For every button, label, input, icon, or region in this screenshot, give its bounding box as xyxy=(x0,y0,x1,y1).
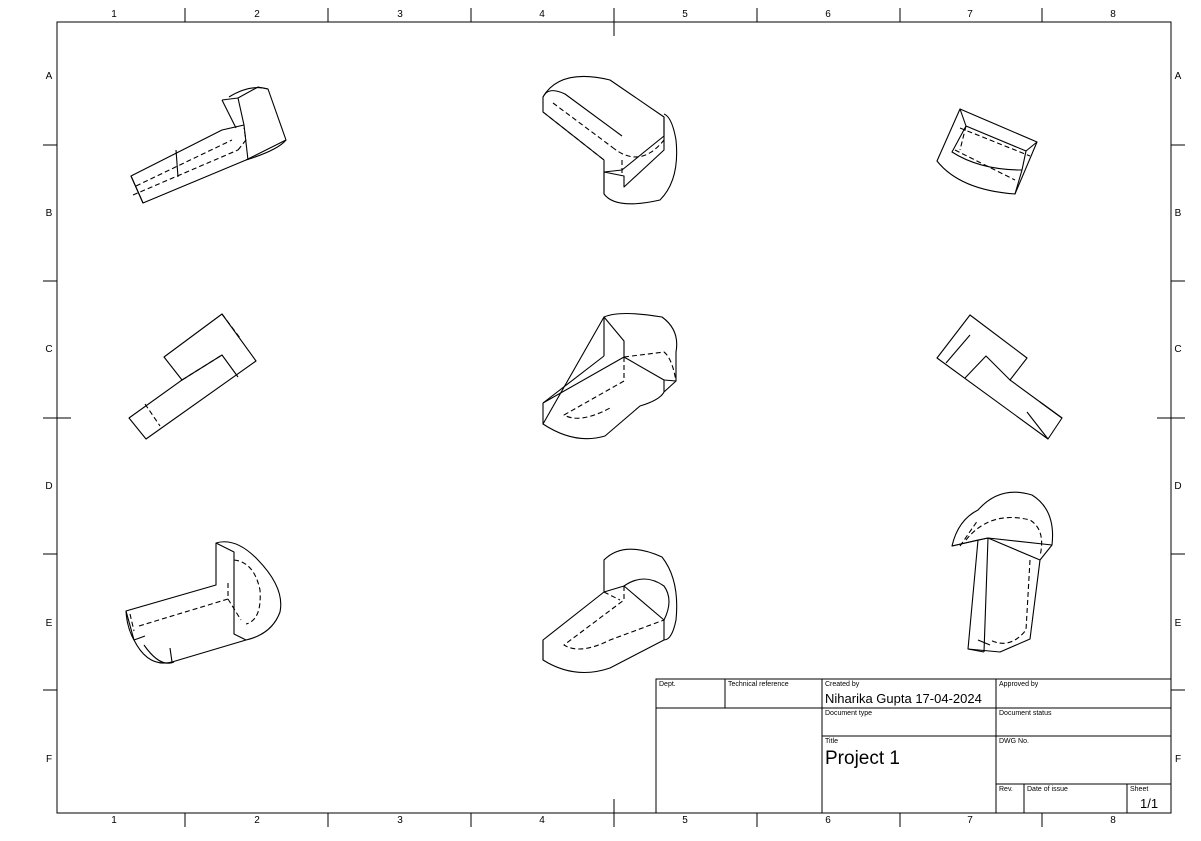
zone-grid-ticks xyxy=(43,8,1185,827)
dwg-no-label: DWG No. xyxy=(999,738,1029,745)
zone-col-label-bottom-4: 4 xyxy=(539,815,545,826)
sheet-label: Sheet xyxy=(1130,786,1149,793)
zone-col-label-top-8: 8 xyxy=(1110,9,1116,20)
zone-col-label-bottom-1: 1 xyxy=(111,815,117,826)
rev-label: Rev. xyxy=(999,786,1013,793)
zone-row-label-left-a: A xyxy=(45,71,53,82)
zone-row-label-right-a: A xyxy=(1174,71,1182,82)
zone-row-label-right-b: B xyxy=(1174,208,1182,219)
view-mid-left xyxy=(128,313,257,440)
date-of-issue-label: Date of issue xyxy=(1027,786,1068,793)
title-block-frame xyxy=(655,678,1172,814)
dept-label: Dept. xyxy=(659,681,676,688)
zone-col-label-top-3: 3 xyxy=(397,9,403,20)
view-top-center xyxy=(542,76,678,205)
sheet-value: 1/1 xyxy=(1140,796,1159,811)
zone-col-label-bottom-5: 5 xyxy=(682,815,688,826)
zone-row-label-right-c: C xyxy=(1174,344,1182,355)
zone-col-label-top-2: 2 xyxy=(254,9,260,20)
view-top-right xyxy=(936,108,1038,195)
zone-col-label-top-4: 4 xyxy=(539,9,545,20)
zone-col-label-bottom-2: 2 xyxy=(254,815,260,826)
drawing-title: Project 1 xyxy=(825,748,900,769)
zone-col-label-top-6: 6 xyxy=(825,9,831,20)
zone-col-label-bottom-8: 8 xyxy=(1110,815,1116,826)
view-bottom-right xyxy=(951,491,1054,653)
view-bottom-center xyxy=(542,548,678,673)
zone-row-label-right-e: E xyxy=(1174,618,1182,629)
zone-row-label-right-d: D xyxy=(1174,481,1182,492)
created-by-label: Created by xyxy=(825,681,860,688)
zone-col-label-top-7: 7 xyxy=(967,9,973,20)
view-top-left xyxy=(130,86,287,204)
zone-col-label-top-1: 1 xyxy=(111,9,117,20)
zone-row-label-left-e: E xyxy=(45,618,53,629)
view-mid-right xyxy=(936,314,1063,440)
document-type-label: Document type xyxy=(825,710,873,717)
zone-row-label-left-d: D xyxy=(45,481,53,492)
document-status-label: Document status xyxy=(999,710,1052,717)
sheet-frame xyxy=(56,21,1172,814)
zone-row-label-left-c: C xyxy=(45,344,53,355)
zone-col-label-bottom-3: 3 xyxy=(397,815,403,826)
zone-col-label-bottom-7: 7 xyxy=(967,815,973,826)
approved-by-label: Approved by xyxy=(999,681,1039,688)
technical-reference-label: Technical reference xyxy=(728,681,789,688)
view-bottom-left xyxy=(125,541,282,664)
zone-col-label-bottom-6: 6 xyxy=(825,815,831,826)
zone-row-label-left-b: B xyxy=(45,208,53,219)
zone-row-label-left-f: F xyxy=(45,754,53,765)
zone-col-label-top-5: 5 xyxy=(682,9,688,20)
title-label: Title xyxy=(825,738,838,745)
zone-row-label-right-f: F xyxy=(1174,754,1182,765)
created-by-value: Niharika Gupta 17-04-2024 xyxy=(825,691,982,706)
view-mid-center xyxy=(542,312,678,440)
